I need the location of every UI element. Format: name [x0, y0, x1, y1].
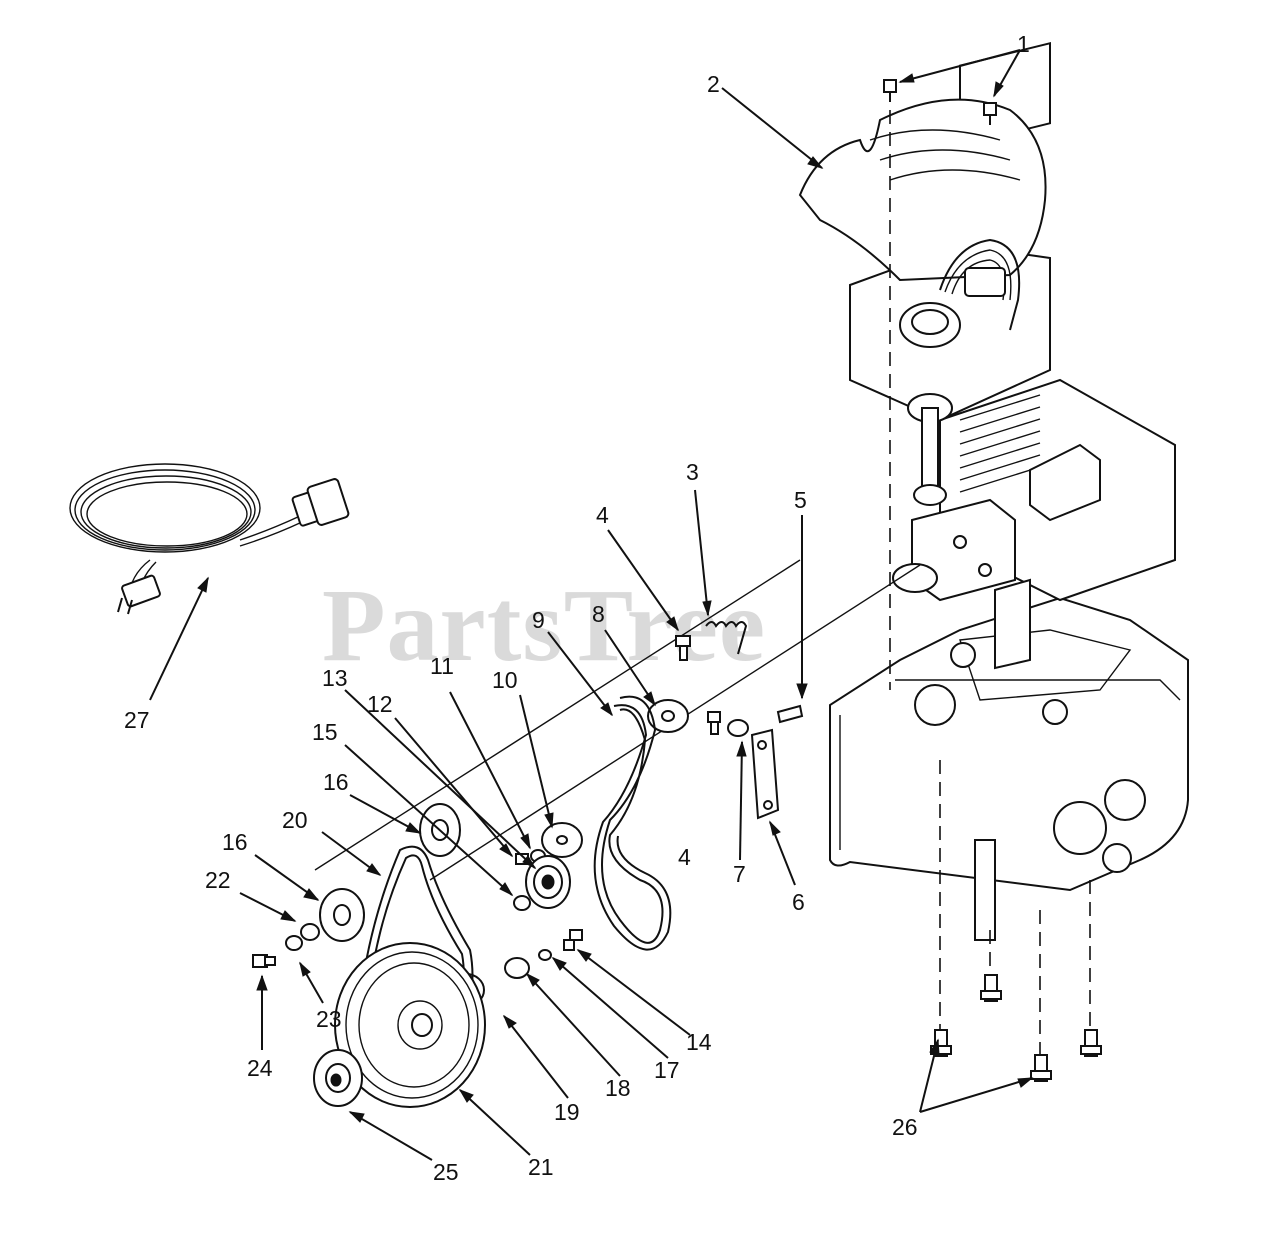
callout-4-upper: 4	[596, 502, 609, 528]
callout-11: 11	[430, 653, 454, 679]
cooling-fins	[959, 394, 1041, 493]
callout-2: 2	[707, 71, 720, 97]
callout-27: 27	[124, 707, 150, 733]
callout-8: 8	[592, 601, 605, 627]
watermark-text: PartsTree	[322, 568, 766, 683]
callout-24: 24	[247, 1055, 273, 1081]
callout-labels: 1 2 3 4 4 5 6 7 8 9 10 11 12 13 14 15 16…	[124, 31, 1030, 1185]
callout-16-lower: 16	[222, 829, 248, 855]
shroud-screws	[883, 79, 997, 125]
extension-cord	[69, 463, 350, 615]
callout-13: 13	[322, 665, 348, 691]
shaft-centerline	[314, 110, 1091, 1055]
callout-25: 25	[433, 1159, 459, 1185]
callout-9: 9	[532, 607, 545, 633]
callout-19: 19	[554, 1099, 580, 1125]
hardware-small	[252, 621, 804, 1007]
callout-10: 10	[492, 667, 518, 693]
frame-housing	[829, 596, 1189, 941]
callout-14: 14	[686, 1029, 712, 1055]
callout-18: 18	[605, 1075, 631, 1101]
drive-pulley	[313, 942, 486, 1108]
callout-23: 23	[316, 1006, 342, 1032]
callout-5: 5	[794, 487, 807, 513]
leader-arrows	[149, 49, 1034, 1161]
callout-3: 3	[686, 459, 699, 485]
callout-7: 7	[733, 861, 746, 887]
callout-26: 26	[892, 1114, 918, 1140]
engine-shroud	[798, 98, 1047, 331]
callout-17: 17	[654, 1057, 680, 1083]
frame-bolts	[930, 974, 1102, 1082]
callout-6: 6	[792, 889, 805, 915]
callout-16-upper: 16	[323, 769, 349, 795]
callout-1: 1	[1017, 31, 1030, 57]
callout-21: 21	[528, 1154, 554, 1180]
callout-22: 22	[205, 867, 231, 893]
callout-4-lower: 4	[678, 844, 691, 870]
callout-12: 12	[367, 691, 393, 717]
callout-15: 15	[312, 719, 338, 745]
callout-20: 20	[282, 807, 308, 833]
